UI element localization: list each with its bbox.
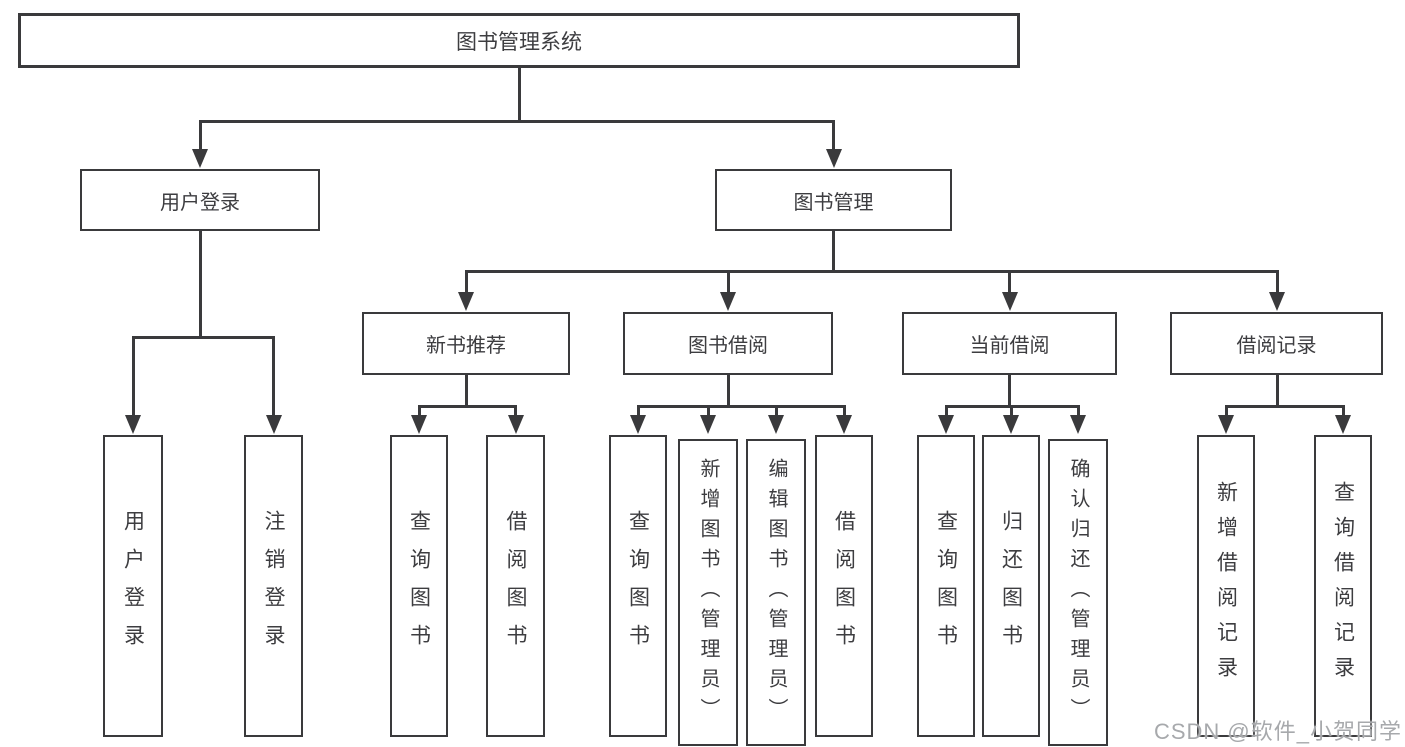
leaf-borrow-books-1-label: 借阅图书 xyxy=(504,510,527,662)
connector-line xyxy=(131,336,135,415)
arrow-down-icon xyxy=(265,415,282,434)
leaf-edit-books-admin-label: 编辑图书（管理员） xyxy=(765,457,787,728)
connector-line xyxy=(517,68,521,120)
arrow-down-icon xyxy=(1001,292,1018,311)
connector-line xyxy=(832,120,835,151)
leaf-add-books-admin: 新增图书（管理员） xyxy=(678,439,738,746)
leaf-query-borrow-record-label: 查询借阅记录 xyxy=(1331,481,1355,691)
connector-line xyxy=(198,120,202,151)
node-new-book-recommend-label: 新书推荐 xyxy=(426,335,506,357)
arrow-down-icon xyxy=(411,415,427,434)
leaf-query-books-2-label: 查询图书 xyxy=(626,510,650,662)
connector-line xyxy=(131,336,275,339)
connector-line xyxy=(198,120,835,123)
connector-line xyxy=(464,270,1279,273)
arrow-down-icon xyxy=(700,415,716,434)
leaf-query-books-3: 查询图书 xyxy=(917,435,975,737)
leaf-query-books-3-label: 查询图书 xyxy=(934,510,958,662)
leaf-query-borrow-record: 查询借阅记录 xyxy=(1314,435,1372,737)
arrow-down-icon xyxy=(1335,415,1351,434)
arrow-down-icon xyxy=(938,415,954,434)
connector-line xyxy=(1009,405,1013,417)
connector-line xyxy=(464,270,468,293)
node-book-borrow-label: 图书借阅 xyxy=(688,335,768,357)
arrow-down-icon xyxy=(125,415,141,434)
leaf-confirm-return-admin: 确认归还（管理员） xyxy=(1048,439,1108,746)
node-borrow-records: 借阅记录 xyxy=(1170,312,1383,375)
connector-line xyxy=(1008,270,1011,293)
node-user-login: 用户登录 xyxy=(80,169,320,231)
leaf-borrow-books-2: 借阅图书 xyxy=(815,435,873,737)
connector-line xyxy=(706,405,710,417)
leaf-return-books-label: 归还图书 xyxy=(999,510,1023,662)
leaf-query-books-1: 查询图书 xyxy=(390,435,448,737)
arrow-down-icon xyxy=(1268,292,1285,311)
node-current-borrow-label: 当前借阅 xyxy=(969,335,1050,357)
connector-line xyxy=(1224,405,1228,417)
connector-line xyxy=(514,405,517,417)
arrow-down-icon xyxy=(630,415,646,434)
leaf-logout-login-label: 注销登录 xyxy=(262,510,285,662)
watermark: CSDN @软件_小贺同学 xyxy=(1153,719,1402,744)
node-book-mgmt: 图书管理 xyxy=(715,169,952,231)
connector-line xyxy=(1224,405,1345,408)
connector-line xyxy=(417,405,421,417)
arrow-down-icon xyxy=(1003,415,1019,434)
connector-line xyxy=(726,375,730,405)
connector-line xyxy=(1275,270,1279,293)
arrow-down-icon xyxy=(836,415,852,434)
connector-line xyxy=(1008,375,1011,405)
arrow-down-icon xyxy=(825,149,842,168)
connector-line xyxy=(636,405,846,408)
leaf-return-books: 归还图书 xyxy=(982,435,1040,737)
connector-line xyxy=(464,375,468,405)
leaf-logout-login: 注销登录 xyxy=(244,435,303,737)
leaf-query-books-2: 查询图书 xyxy=(609,435,667,737)
connector-line xyxy=(842,405,846,417)
leaf-add-borrow-record: 新增借阅记录 xyxy=(1197,435,1255,737)
node-root: 图书管理系统 xyxy=(18,13,1020,68)
leaf-query-books-1-label: 查询图书 xyxy=(407,510,431,662)
node-new-book-recommend: 新书推荐 xyxy=(362,312,570,375)
arrow-down-icon xyxy=(720,292,736,311)
connector-line xyxy=(832,231,835,270)
connector-line xyxy=(417,405,517,408)
connector-line xyxy=(1341,405,1345,417)
arrow-down-icon xyxy=(507,415,524,434)
connector-line xyxy=(774,405,778,417)
arrow-down-icon xyxy=(192,149,208,168)
leaf-add-books-admin-label: 新增图书（管理员） xyxy=(697,457,719,728)
connector-line xyxy=(944,405,948,417)
arrow-down-icon xyxy=(1218,415,1234,434)
leaf-add-borrow-record-label: 新增借阅记录 xyxy=(1214,481,1238,691)
leaf-user-login: 用户登录 xyxy=(103,435,163,737)
connector-line xyxy=(726,270,730,293)
connector-line xyxy=(272,336,275,415)
leaf-borrow-books-1: 借阅图书 xyxy=(486,435,545,737)
node-book-mgmt-label: 图书管理 xyxy=(793,191,874,214)
leaf-user-login-label: 用户登录 xyxy=(121,510,145,662)
leaf-edit-books-admin: 编辑图书（管理员） xyxy=(746,439,806,746)
connector-line xyxy=(1076,405,1080,417)
node-borrow-records-label: 借阅记录 xyxy=(1236,335,1317,357)
arrow-down-icon xyxy=(458,292,474,311)
arrow-down-icon xyxy=(1070,415,1086,434)
node-book-borrow: 图书借阅 xyxy=(623,312,833,375)
connector-line xyxy=(1275,375,1279,405)
node-user-login-label: 用户登录 xyxy=(160,191,240,214)
node-root-label: 图书管理系统 xyxy=(456,30,582,54)
connector-line xyxy=(944,405,1080,408)
connector-line xyxy=(198,231,202,336)
connector-line xyxy=(636,405,640,417)
leaf-confirm-return-admin-label: 确认归还（管理员） xyxy=(1067,457,1089,728)
arrow-down-icon xyxy=(768,415,784,434)
node-current-borrow: 当前借阅 xyxy=(902,312,1117,375)
leaf-borrow-books-2-label: 借阅图书 xyxy=(832,510,856,662)
